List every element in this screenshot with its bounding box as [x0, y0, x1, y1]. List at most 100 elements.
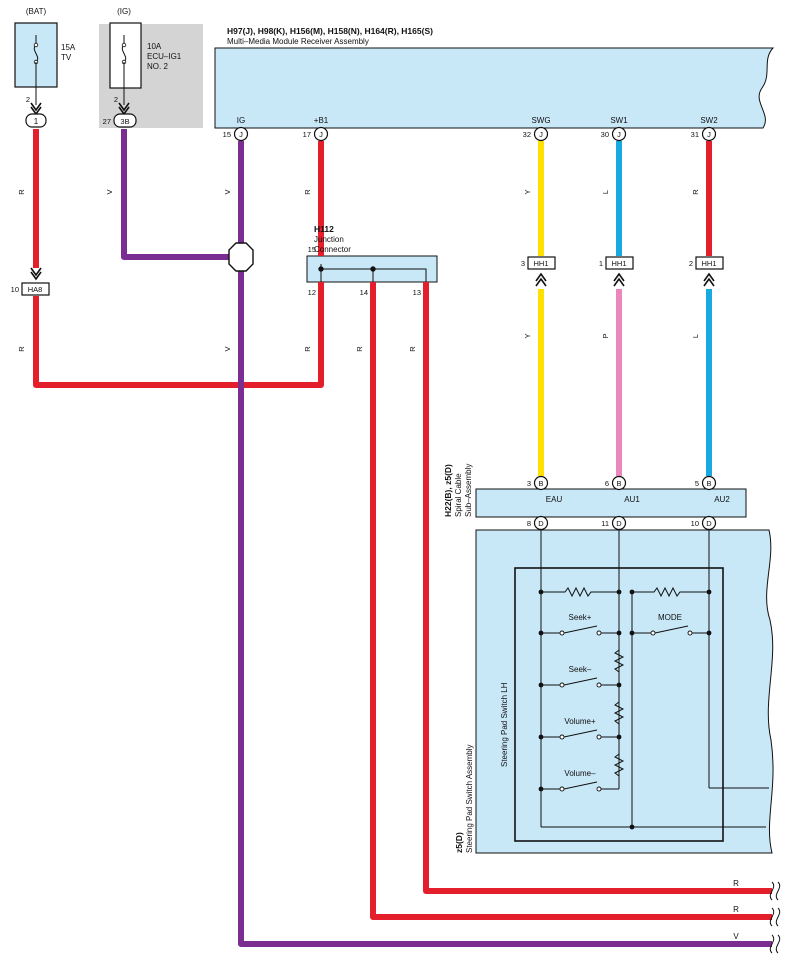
spiral-bottom-pin-no-2: 11 — [601, 519, 609, 528]
ha8-pin: 10 — [11, 285, 19, 294]
wire-color-r-1: R — [17, 189, 26, 195]
wire-color-r-3: R — [303, 189, 312, 195]
spiral-pin-label-eau: EAU — [546, 495, 563, 504]
ig-connector-label: 3B — [120, 117, 129, 126]
ig-fuse-pin: 2 — [114, 95, 118, 104]
hh1-pin-3: 2 — [689, 259, 693, 268]
wire-color-l-2: L — [691, 334, 700, 338]
wire-j14-red — [370, 282, 772, 920]
switch-label-volume-minus: Volume– — [564, 769, 596, 778]
junction-pin-12: 12 — [308, 288, 316, 297]
receiver-pin-no-swg: 32 — [523, 130, 531, 139]
bat-connector-label: 1 — [34, 117, 39, 126]
spiral-top-pin-conn-2: B — [616, 479, 621, 488]
receiver-pin-label-ig: IG — [237, 116, 245, 125]
receiver-pin-no-ig: 15 — [223, 130, 231, 139]
receiver-pin-conn-sw2: J — [707, 130, 711, 139]
junction-internal — [318, 264, 427, 282]
ha8-name: HA8 — [28, 285, 43, 294]
ig-fuse-name-1: ECU–IG1 — [147, 52, 182, 61]
spiral-top-pin-no-2: 6 — [605, 479, 609, 488]
ig-connector-pin — [113, 113, 137, 128]
hh1-pin-1: 3 — [521, 259, 525, 268]
receiver-pin-circles — [233, 126, 717, 142]
wire-ha8-to-b1-red — [33, 282, 324, 388]
bat-fuse-rating: 15A — [61, 43, 76, 52]
junction-pin-14: 14 — [360, 288, 368, 297]
junction-pin-in: 15 — [308, 245, 316, 254]
hh1-pin-2: 1 — [599, 259, 603, 268]
switch-contacts — [559, 630, 693, 792]
steering-inner-name: Steering Pad Switch LH — [500, 682, 509, 767]
ha8-connector — [21, 282, 50, 296]
wire-ig-out-violet — [238, 271, 772, 947]
junction-name-2: Connector — [314, 245, 351, 254]
switch-label-seek-minus: Seek– — [569, 665, 592, 674]
spiral-bottom-pin-no-1: 8 — [527, 519, 531, 528]
spiral-bottom-pin-no-3: 10 — [691, 519, 699, 528]
wire-color-v-1: V — [105, 189, 114, 194]
wires — [33, 129, 772, 947]
spiral-name-1: Spiral Cable — [454, 473, 463, 517]
hh1-name-2: HH1 — [611, 259, 626, 268]
splice-point — [228, 242, 254, 272]
junction-code: H112 — [314, 224, 334, 234]
receiver-pin-label-sw1: SW1 — [610, 116, 628, 125]
wire-color-r-2: R — [17, 346, 26, 352]
receiver-name: Multi–Media Module Receiver Assembly — [227, 37, 369, 46]
steering-pad-assembly-body — [475, 529, 774, 854]
wire-color-r-6: R — [408, 346, 417, 352]
hh1-name-3: HH1 — [701, 259, 716, 268]
receiver-pin-conn-sw1: J — [617, 130, 621, 139]
ig-source-label: (IG) — [117, 7, 131, 16]
receiver-pin-no-sw2: 31 — [691, 130, 699, 139]
end-label-v: V — [733, 932, 739, 941]
hh1-connectors — [527, 256, 724, 287]
spiral-cable-body — [475, 488, 747, 518]
receiver-pin-no-b1: 17 — [303, 130, 311, 139]
fuse-10a-box — [109, 22, 142, 89]
spiral-top-pin-no-3: 5 — [695, 479, 699, 488]
spiral-bottom-pin-circles — [533, 515, 717, 531]
steering-switch-nodes — [538, 589, 712, 830]
switch-label-mode: MODE — [658, 613, 682, 622]
switch-label-seek-plus: Seek+ — [569, 613, 592, 622]
end-label-r-1: R — [733, 879, 739, 888]
hh1-name-1: HH1 — [533, 259, 548, 268]
receiver-codes: H97(J), H98(K), H156(M), H158(N), H164(R… — [227, 26, 433, 36]
wire-color-y-2: Y — [523, 333, 532, 338]
receiver-pin-conn-ig: J — [239, 130, 243, 139]
spiral-bottom-pin-conn-3: D — [706, 519, 712, 528]
steering-switch-circuit — [540, 530, 769, 828]
wire-break-marks — [769, 881, 781, 954]
spiral-top-pin-conn-1: B — [538, 479, 543, 488]
end-label-r-2: R — [733, 905, 739, 914]
receiver-pin-label-sw2: SW2 — [700, 116, 718, 125]
spiral-top-pin-no-1: 3 — [527, 479, 531, 488]
wire-color-v-2: V — [223, 189, 232, 194]
receiver-pin-conn-swg: J — [539, 130, 543, 139]
spiral-name-2: Sub–Assembly — [464, 464, 473, 517]
receiver-body — [214, 47, 775, 129]
bat-source-label: (BAT) — [26, 7, 47, 16]
bat-fuse-pin: 2 — [26, 95, 30, 104]
ig-connector-pin-no: 27 — [103, 117, 111, 126]
wire-color-r-5: R — [355, 346, 364, 352]
wire-color-v-3: V — [223, 346, 232, 351]
steering-name: Steering Pad Switch Assembly — [465, 745, 474, 854]
spiral-top-pin-conn-3: B — [706, 479, 711, 488]
spiral-pin-label-au2: AU2 — [714, 495, 730, 504]
wire-color-r-4: R — [303, 346, 312, 352]
ig-fuse-rating: 10A — [147, 42, 162, 51]
switch-label-volume-plus: Volume+ — [564, 717, 596, 726]
receiver-pin-label-b1: +B1 — [314, 116, 329, 125]
ig-fuse-name-2: NO. 2 — [147, 62, 168, 71]
spiral-codes: H22(B), z5(D) — [443, 464, 453, 517]
bat-connector-pin — [25, 113, 47, 128]
junction-pin-13: 13 — [413, 288, 421, 297]
bat-fuse-name: TV — [61, 53, 72, 62]
wire-color-l-1: L — [601, 190, 610, 194]
wire-ig-violet — [121, 129, 230, 260]
wire-j13-red — [423, 282, 772, 894]
